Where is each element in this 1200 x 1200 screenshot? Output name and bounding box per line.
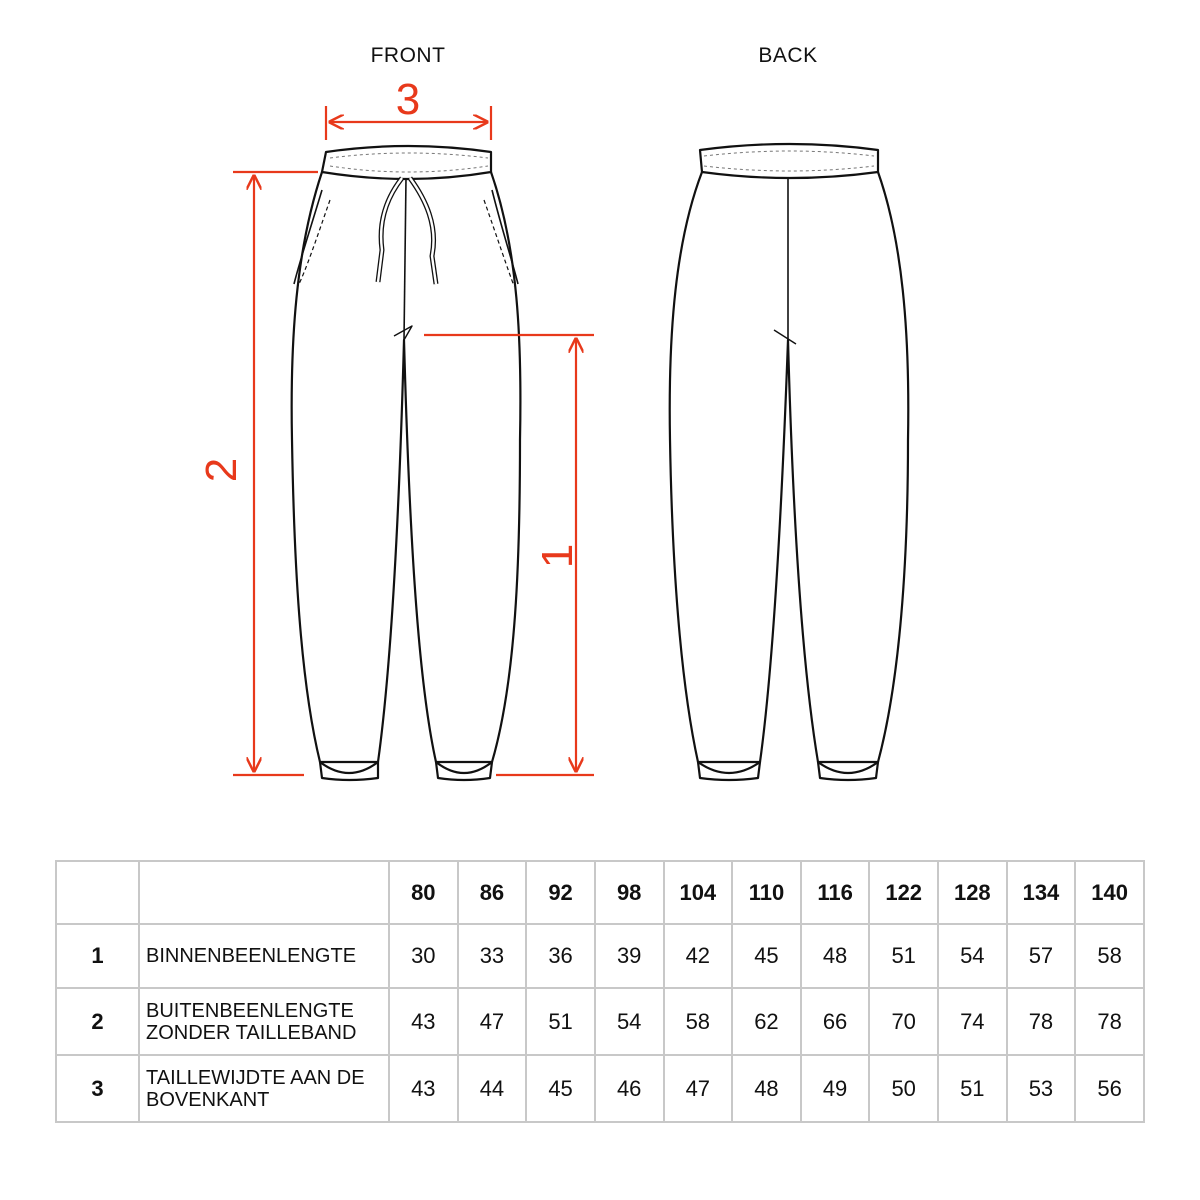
dimension-3-label: 3 xyxy=(396,75,420,124)
table-cell: 54 xyxy=(593,987,665,1056)
table-cell: 78 xyxy=(1005,987,1077,1056)
table-cell: 30 xyxy=(388,923,459,989)
back-view-label: BACK xyxy=(758,44,818,67)
front-drawstring xyxy=(375,176,439,285)
table-row: 2 BUITENBEENLENGTE ZONDER TAILLEBAND 43 … xyxy=(55,987,1145,1056)
table-cell: 57 xyxy=(1005,923,1077,989)
size-header: 80 xyxy=(388,860,459,925)
dimension-3-waist-width xyxy=(324,106,493,140)
table-cell: 51 xyxy=(868,923,939,989)
size-chart-table: 80 86 92 98 104 110 116 122 128 134 140 … xyxy=(55,860,1145,1123)
back-left-cuff xyxy=(696,760,762,782)
back-pants-outline xyxy=(668,171,910,764)
header-empty-cell xyxy=(55,860,140,925)
table-cell: 74 xyxy=(937,987,1008,1056)
table-cell: 47 xyxy=(456,987,528,1056)
table-cell: 70 xyxy=(868,987,939,1056)
table-cell: 45 xyxy=(525,1054,596,1123)
size-header: 86 xyxy=(456,860,528,925)
table-row: 3 TAILLEWIJDTE AAN DE BOVENKANT 43 44 45… xyxy=(55,1054,1145,1123)
size-header: 92 xyxy=(525,860,596,925)
table-cell: 66 xyxy=(799,987,871,1056)
back-waistband xyxy=(698,142,880,180)
dimension-1-label: 1 xyxy=(533,544,582,568)
row-measurement-name: BINNENBEENLENGTE xyxy=(138,923,390,989)
size-header: 98 xyxy=(593,860,665,925)
back-pants-illustration xyxy=(668,142,910,782)
table-cell: 54 xyxy=(937,923,1008,989)
front-waistband xyxy=(320,144,493,181)
dimension-1-inseam xyxy=(424,333,594,777)
table-cell: 47 xyxy=(662,1054,734,1123)
table-cell: 58 xyxy=(1074,923,1145,989)
header-empty-cell xyxy=(138,860,390,925)
size-header: 128 xyxy=(937,860,1008,925)
table-cell: 44 xyxy=(456,1054,528,1123)
table-cell: 48 xyxy=(799,923,871,989)
table-cell: 48 xyxy=(731,1054,802,1123)
table-cell: 53 xyxy=(1005,1054,1077,1123)
table-cell: 43 xyxy=(388,1054,459,1123)
size-header: 104 xyxy=(662,860,734,925)
front-left-cuff xyxy=(318,760,380,782)
size-header: 122 xyxy=(868,860,939,925)
table-cell: 62 xyxy=(731,987,802,1056)
table-cell: 43 xyxy=(388,987,459,1056)
row-measurement-name: TAILLEWIJDTE AAN DE BOVENKANT xyxy=(138,1054,390,1123)
row-index: 1 xyxy=(55,923,140,989)
pants-technical-drawing: 3 2 1 xyxy=(197,75,910,782)
table-cell: 51 xyxy=(937,1054,1008,1123)
table-cell: 58 xyxy=(662,987,734,1056)
table-cell: 33 xyxy=(456,923,528,989)
size-header: 116 xyxy=(799,860,871,925)
size-header: 110 xyxy=(731,860,802,925)
dimension-2-outseam xyxy=(233,170,318,777)
row-measurement-name: BUITENBEENLENGTE ZONDER TAILLEBAND xyxy=(138,987,390,1056)
front-view-label: FRONT xyxy=(370,44,446,67)
table-cell: 45 xyxy=(731,923,802,989)
table-header-row: 80 86 92 98 104 110 116 122 128 134 140 xyxy=(55,860,1145,925)
table-cell: 42 xyxy=(662,923,734,989)
front-pants-illustration xyxy=(290,144,522,782)
row-index: 2 xyxy=(55,987,140,1056)
table-cell: 36 xyxy=(525,923,596,989)
front-right-pocket xyxy=(483,199,515,287)
table-row: 1 BINNENBEENLENGTE 30 33 36 39 42 45 48 … xyxy=(55,923,1145,989)
table-cell: 39 xyxy=(593,923,665,989)
dimension-2-label: 2 xyxy=(197,458,246,482)
size-header: 134 xyxy=(1005,860,1077,925)
table-cell: 49 xyxy=(799,1054,871,1123)
size-header: 140 xyxy=(1074,860,1145,925)
front-pants-outline xyxy=(290,171,522,764)
front-right-cuff xyxy=(434,760,494,782)
front-left-pocket xyxy=(297,199,331,287)
table-cell: 46 xyxy=(593,1054,665,1123)
table-cell: 50 xyxy=(868,1054,939,1123)
table-cell: 56 xyxy=(1074,1054,1145,1123)
table-cell: 78 xyxy=(1074,987,1145,1056)
back-right-cuff xyxy=(816,760,880,782)
table-cell: 51 xyxy=(525,987,596,1056)
row-index: 3 xyxy=(55,1054,140,1123)
